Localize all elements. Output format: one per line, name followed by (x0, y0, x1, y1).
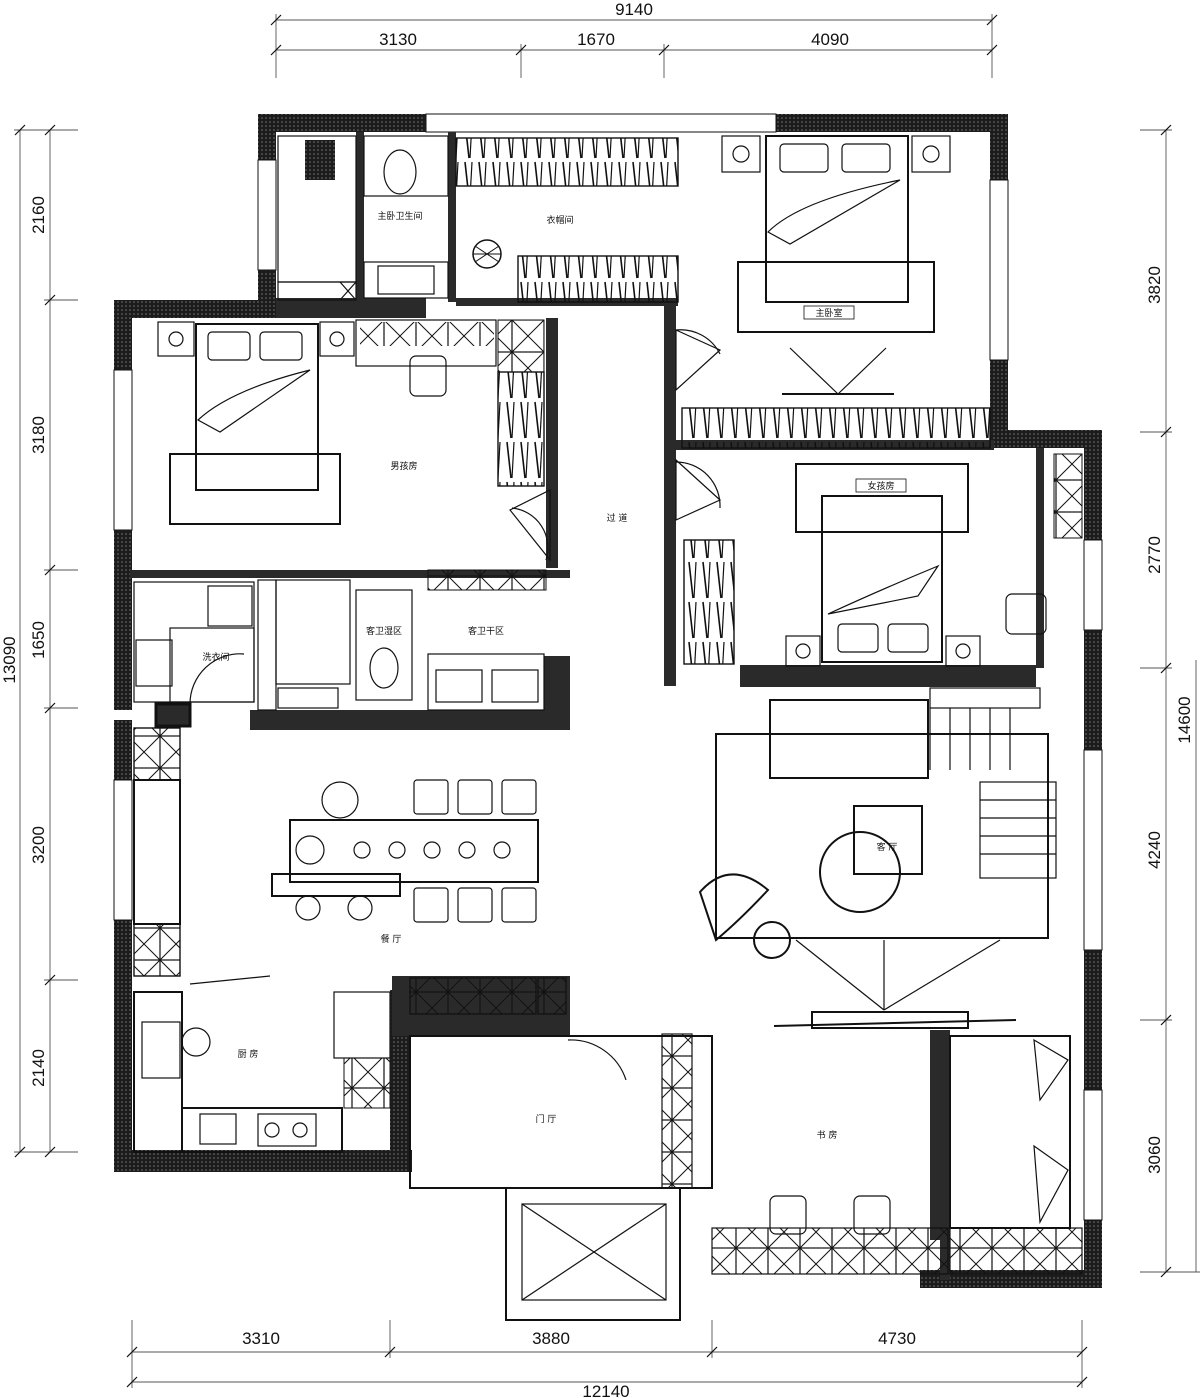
label-foyer: 门 厅 (536, 1113, 557, 1125)
label-walk-in-closet: 衣帽间 (546, 214, 573, 226)
doors (511, 329, 721, 561)
boys-bed (157, 319, 551, 562)
dimension-top: 9140 3130 1670 4090 (270, 0, 998, 78)
dim-right-seg-3: 4240 (1145, 831, 1164, 869)
guest-bath-fixtures (257, 569, 547, 711)
label-dining: 餐 厅 (381, 933, 402, 945)
girls-bed (675, 329, 1083, 667)
dining-fixtures (133, 727, 539, 977)
study-fixtures (711, 1035, 1083, 1275)
label-kitchen: 厨 房 (238, 1048, 259, 1060)
dim-right-seg-1: 3820 (1145, 266, 1164, 304)
dim-bottom-seg-2: 3880 (532, 1329, 570, 1348)
dim-top-seg-3: 4090 (811, 30, 849, 49)
label-corridor: 过 道 (607, 512, 628, 524)
dimension-bottom: 3310 3880 4730 12140 (126, 1320, 1088, 1398)
dim-bottom-total: 12140 (582, 1382, 629, 1398)
dim-top-seg-2: 1670 (577, 30, 615, 49)
label-girls-room: 女孩房 (867, 480, 894, 492)
master-bath-fixtures (277, 135, 449, 301)
dim-left-seg-5: 2140 (29, 1049, 48, 1087)
label-living: 客 厅 (877, 841, 898, 853)
dim-right-seg-4: 3060 (1145, 1136, 1164, 1174)
foyer-fixtures (409, 1033, 713, 1321)
windows (113, 113, 1103, 1221)
room-labels: 主卧卫生间 衣帽间 主卧室 男孩房 过 道 女孩房 客卫湿区 客卫干区 洗衣间 … (202, 210, 907, 1141)
dimension-right: 3820 2770 4240 3060 14600 (1140, 124, 1200, 1278)
label-guest-bath-wet: 客卫湿区 (366, 625, 402, 637)
dim-top-total: 9140 (615, 0, 653, 19)
master-wardrobe (681, 407, 991, 449)
kitchen-fixtures (133, 975, 567, 1153)
dimension-left: 13090 2160 3180 1650 3200 2140 (0, 124, 78, 1158)
dim-left-seg-1: 2160 (29, 196, 48, 234)
label-laundry: 洗衣间 (202, 651, 229, 663)
dim-left-seg-4: 3200 (29, 826, 48, 864)
living-fixtures (698, 687, 1057, 1029)
master-bed (721, 135, 951, 395)
dim-bottom-seg-3: 4730 (878, 1329, 916, 1348)
label-guest-bath-dry: 客卫干区 (468, 625, 504, 637)
dim-right-seg-2: 2770 (1145, 536, 1164, 574)
dim-left-seg-2: 3180 (29, 416, 48, 454)
dim-right-total: 14600 (1175, 696, 1194, 743)
label-master-bath: 主卧卫生间 (377, 210, 422, 222)
label-study: 书 房 (817, 1129, 838, 1141)
dim-left-total: 13090 (0, 636, 19, 683)
closet-shelves (455, 137, 679, 303)
dim-left-seg-3: 1650 (29, 621, 48, 659)
label-boys-room: 男孩房 (390, 460, 417, 472)
dim-top-seg-1: 3130 (379, 30, 417, 49)
laundry-fixtures (133, 581, 255, 728)
label-master-bedroom: 主卧室 (815, 307, 842, 319)
dim-bottom-seg-1: 3310 (242, 1329, 280, 1348)
